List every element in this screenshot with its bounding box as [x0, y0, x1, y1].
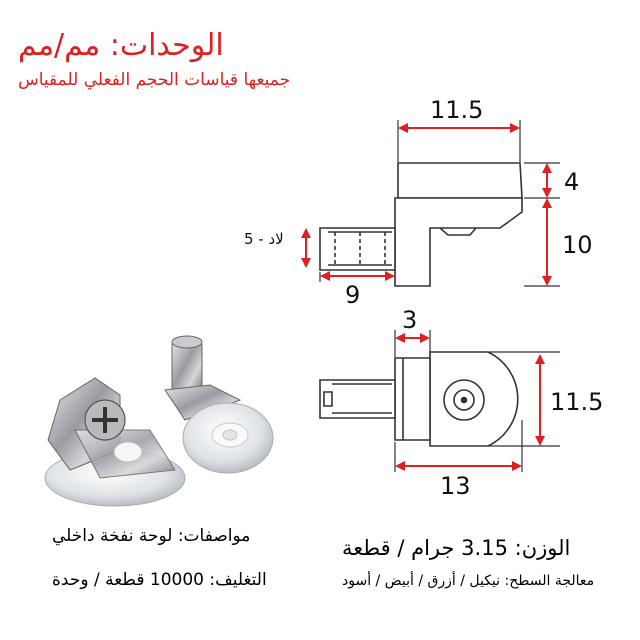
units-label: الوحدات: مم/مم — [18, 28, 224, 63]
dim-bottom-height: 11.5 — [550, 388, 603, 416]
top-view-drawing — [319, 330, 560, 472]
spec-packing: التغليف: 10000 قطعة / وحدة — [52, 570, 267, 590]
spec-material: مواصفات: لوحة نفخة داخلي — [52, 526, 251, 546]
dim-bottom-neck: 3 — [402, 306, 417, 334]
dim-bottom-length: 13 — [440, 472, 471, 500]
dim-pin-length: 9 — [345, 281, 360, 309]
scale-note: جميعها قياسات الحجم الفعلي للمقياس — [18, 70, 291, 90]
dim-cap-height: 4 — [564, 168, 579, 196]
dim-body-height: 10 — [562, 231, 593, 259]
side-view-drawing — [319, 120, 560, 287]
spec-finish: معالجة السطح: نيكيل / أزرق / أبيض / أسود — [342, 573, 595, 589]
product-photo — [44, 335, 274, 507]
spec-weight: الوزن: 3.15 جرام / قطعة — [342, 536, 571, 560]
dim-pin-dia: 5 - لاد — [244, 230, 284, 248]
dim-top-width: 11.5 — [430, 96, 483, 124]
